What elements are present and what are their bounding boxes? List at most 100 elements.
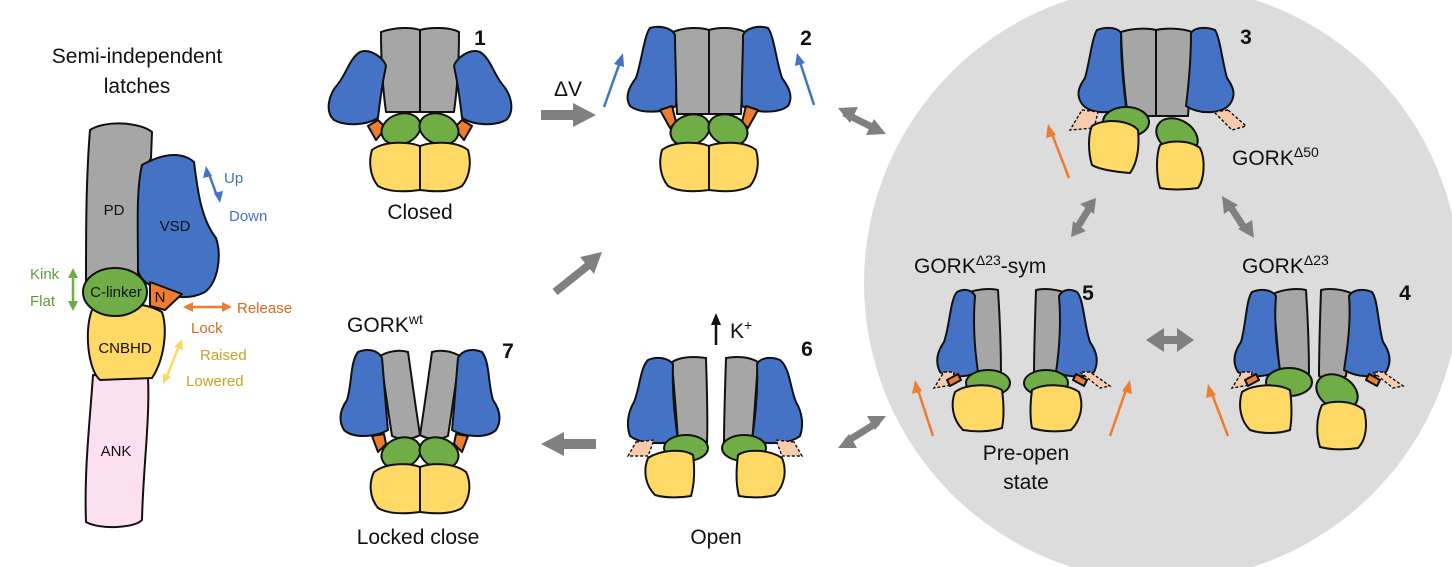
cnbhd-left <box>1239 384 1293 434</box>
n-latch-released-left <box>626 439 656 457</box>
vsd-domain <box>136 154 220 298</box>
bidirectional-arrow-3-to-4 <box>1222 196 1254 238</box>
n-latch-left <box>946 373 962 387</box>
state-4-gork-delta23: 4 <box>1206 282 1411 451</box>
cnbhd-left <box>1088 120 1140 174</box>
state-5-label-line1: Pre-open <box>983 442 1069 465</box>
vsd-label: VSD <box>160 218 191 235</box>
kink-flat-arrow-icon <box>68 268 78 311</box>
cnbhd-left <box>369 463 421 515</box>
ank-label: ANK <box>101 443 132 460</box>
lock-label: Lock <box>191 320 223 337</box>
pd-subunit-right <box>1318 288 1354 380</box>
state-3-number: 3 <box>1240 26 1252 49</box>
up-label: Up <box>224 170 243 187</box>
state-6-ion-label: K+ <box>730 317 752 343</box>
bidirectional-arrow-3-to-5 <box>1071 198 1096 237</box>
vsd-left <box>1233 288 1281 378</box>
raised-label: Raised <box>200 347 247 364</box>
n-latch-released-right <box>774 439 804 457</box>
pd-subunit-right <box>708 26 746 115</box>
state-1-number: 1 <box>474 27 486 50</box>
pre-open-region-circle <box>864 0 1452 567</box>
state-4-number: 4 <box>1399 282 1411 305</box>
potassium-efflux-arrow-icon <box>711 313 721 345</box>
state-2-activated: 2 <box>602 25 816 193</box>
cnbhd-right <box>1316 400 1367 451</box>
state-1-closed: 1 Closed <box>327 26 513 224</box>
vsd-right <box>453 50 513 126</box>
cnbhd-right <box>735 449 786 499</box>
n-latch-domain <box>149 281 183 311</box>
pd-label: PD <box>104 202 125 219</box>
state-6-label: Open <box>690 526 741 549</box>
state-6-open: K+ 6 Open <box>626 313 813 549</box>
n-latch-right <box>1365 373 1381 387</box>
state-1-label: Closed <box>387 201 452 224</box>
legend-title-line2: latches <box>104 75 171 98</box>
state-5-number: 5 <box>1082 282 1094 305</box>
cnbhd-right <box>708 141 759 193</box>
legend-title-line1: Semi-independent <box>52 45 223 68</box>
n-latch-released-right <box>1078 371 1112 389</box>
voltage-label: ΔV <box>554 78 582 101</box>
transition-arrow-7-to-2 <box>552 252 602 296</box>
release-lock-arrow-icon <box>183 302 232 312</box>
state-6-number: 6 <box>801 338 813 361</box>
kink-label: Kink <box>30 266 60 283</box>
pd-subunit-left <box>380 26 421 113</box>
lowered-label: Lowered <box>186 373 244 390</box>
pd-subunit-left <box>672 26 710 115</box>
latch-release-arrow-icon <box>1206 384 1230 437</box>
vsd-left <box>1077 26 1127 114</box>
state-5-label-line2: state <box>1003 471 1049 494</box>
up-down-arrow-icon <box>203 166 223 203</box>
n-latch-released-right <box>1371 371 1405 389</box>
state-5-gork-delta23-sym: GORKΔ23-sym 5 Pre-open state <box>912 252 1132 494</box>
bidirectional-arrow-circle-to-6 <box>838 416 886 448</box>
vsd-right <box>751 356 804 445</box>
down-label: Down <box>229 208 267 225</box>
state-2-number: 2 <box>800 27 812 50</box>
state-7-locked-close: GORKwt 7 Locked close <box>339 311 514 549</box>
vsd-right <box>1343 288 1391 378</box>
n-latch-left <box>1244 373 1260 387</box>
bidirectional-arrow-2-to-circle <box>838 107 886 135</box>
vsd-right <box>451 349 501 437</box>
n-label: N <box>155 289 166 306</box>
vsd-left <box>626 25 678 113</box>
legend-panel: Semi-independent latches PD VSD C-linker… <box>30 45 292 528</box>
clinker-label: C-linker <box>90 284 142 301</box>
state-3-gork-delta50: 3 GORKΔ50 <box>1046 26 1319 191</box>
cnbhd-right <box>419 141 471 193</box>
state-3-variant: GORKΔ50 <box>1232 144 1319 170</box>
cnbhd-right <box>1029 384 1083 433</box>
vsd-left <box>626 356 679 445</box>
state-4-variant: GORKΔ23 <box>1242 252 1329 278</box>
vsd-left <box>339 349 389 437</box>
latch-release-arrow-icon <box>1046 124 1071 179</box>
latch-release-arrow-icon <box>912 380 1132 437</box>
cnbhd-left <box>644 449 696 499</box>
release-label: Release <box>237 300 292 317</box>
pd-subunit-right <box>419 349 461 440</box>
cnbhd-left <box>659 141 710 193</box>
state-7-label: Locked close <box>357 526 480 549</box>
voltage-transition-arrow: ΔV <box>541 78 596 127</box>
cnbhd-right <box>1156 140 1205 191</box>
vsd-right <box>1185 26 1235 114</box>
flat-label: Flat <box>30 293 56 310</box>
vsd-right <box>740 25 792 113</box>
state-7-variant: GORKwt <box>347 311 423 337</box>
pd-subunit-right <box>419 26 460 113</box>
state-5-variant: GORKΔ23-sym <box>914 252 1046 278</box>
bidirectional-arrow-5-to-4 <box>1146 328 1194 352</box>
state-7-number: 7 <box>502 340 514 363</box>
cnbhd-left <box>369 141 421 193</box>
cnbhd-left <box>951 384 1005 433</box>
cnbhd-label: CNBHD <box>98 340 152 357</box>
vsd-up-arrow-icon <box>602 53 816 108</box>
ank-domain <box>84 374 150 528</box>
cnbhd-right <box>419 463 471 515</box>
